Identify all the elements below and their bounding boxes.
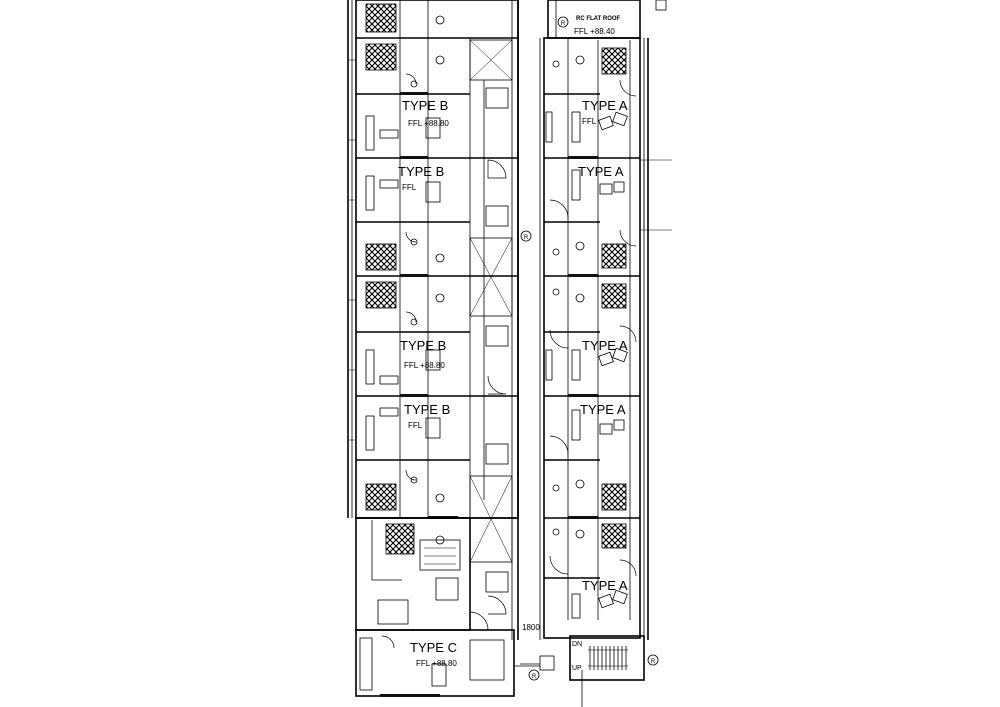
- unit-ffl-b3: FFL +88.80: [404, 361, 445, 370]
- unit-ffl-b2: FFL: [402, 183, 417, 192]
- unit-ffl-b4: FFL: [408, 421, 423, 430]
- unit-label-b2: TYPE B: [398, 164, 444, 179]
- right-block: [539, 0, 672, 640]
- stair-core: [520, 635, 645, 707]
- flat-roof-label: RC FLAT ROOF: [576, 16, 621, 22]
- grid-markers: R R R R: [520, 16, 659, 681]
- unit-ffl-c: FFL +88.80: [416, 659, 457, 668]
- unit-label-c: TYPE C: [410, 640, 457, 655]
- unit-ffl-b1: FFL +88.80: [408, 119, 449, 128]
- unit-label-b1: TYPE B: [402, 98, 448, 113]
- dimension-label: 1800: [522, 623, 540, 632]
- stair-dn-label: DN: [572, 641, 582, 648]
- unit-ffl-a1: FFL: [582, 117, 597, 126]
- left-block: [347, 0, 519, 640]
- unit-label-a1: TYPE A: [582, 98, 628, 113]
- roof-ffl-label: FFL +88.40: [574, 27, 615, 36]
- unit-label-a3: TYPE A: [582, 338, 628, 353]
- unit-label-a4: TYPE A: [580, 402, 626, 417]
- grid-marker-4: R: [651, 659, 656, 665]
- grid-marker-1: R: [561, 21, 566, 27]
- grid-marker-3: R: [532, 674, 537, 680]
- unit-label-b3: TYPE B: [400, 338, 446, 353]
- type-c-unit: [355, 517, 540, 697]
- unit-label-a2: TYPE A: [578, 164, 624, 179]
- unit-label-b4: TYPE B: [404, 402, 450, 417]
- grid-marker-2: R: [524, 235, 529, 241]
- stair-up-label: UP: [572, 665, 582, 672]
- unit-label-a5: TYPE A: [582, 578, 628, 593]
